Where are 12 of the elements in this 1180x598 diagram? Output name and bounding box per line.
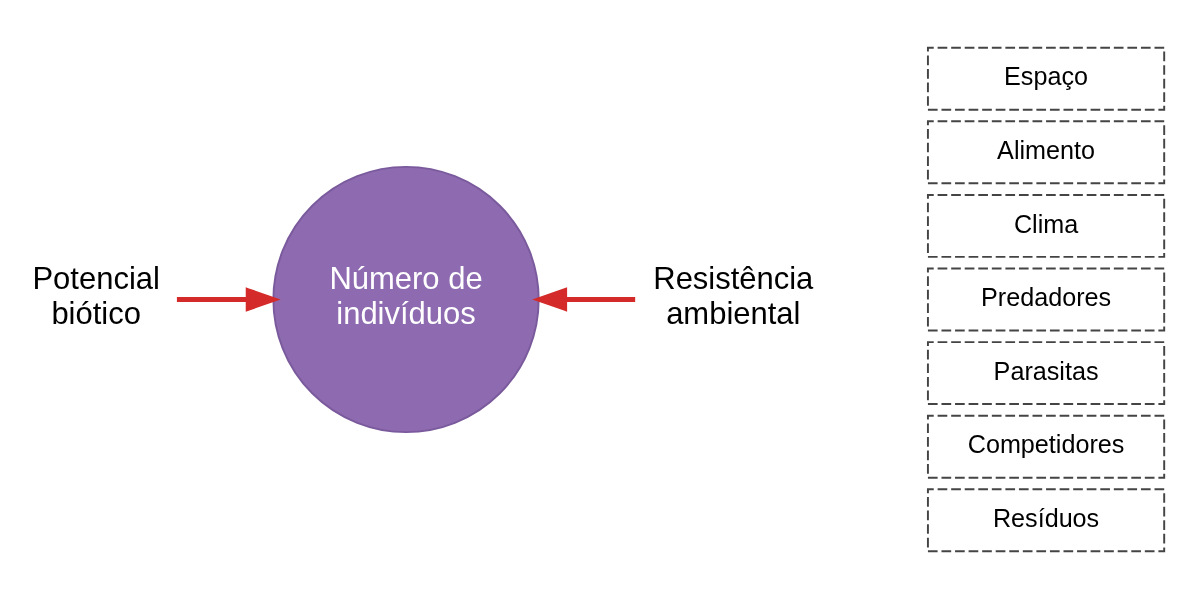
node-text: Potencial biótico — [32, 260, 160, 331]
node-text: Resistência ambiental — [653, 260, 814, 331]
node-box: Alimento — [926, 119, 1166, 184]
node-box: Clima — [926, 193, 1166, 258]
arrow — [532, 286, 636, 312]
node-box: Espaço — [926, 46, 1166, 111]
node-box: Competidores — [926, 414, 1166, 479]
node-box: Parasitas — [926, 340, 1166, 405]
node-circle: Número de indivíduos — [272, 165, 540, 433]
arrow — [176, 286, 281, 312]
node-box: Predadores — [926, 267, 1166, 331]
node-box: Resíduos — [926, 487, 1166, 552]
